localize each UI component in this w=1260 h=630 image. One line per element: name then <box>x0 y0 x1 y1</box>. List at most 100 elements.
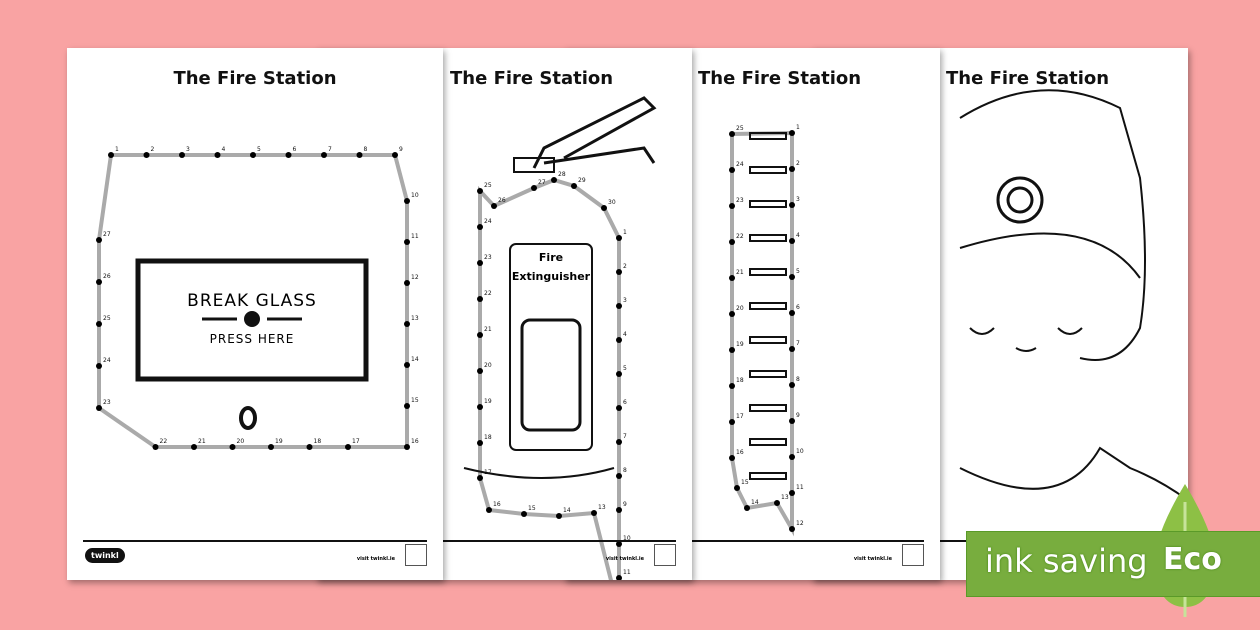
dot <box>616 337 622 343</box>
dot <box>96 237 102 243</box>
dot <box>268 444 274 450</box>
dot <box>392 152 398 158</box>
dot-number: 23 <box>103 399 111 406</box>
dot <box>179 152 185 158</box>
twinkl-logo: twinkl <box>85 548 125 563</box>
dot-number: 27 <box>103 231 111 238</box>
footer-divider <box>580 540 924 542</box>
dot <box>345 444 351 450</box>
dot <box>616 405 622 411</box>
dot-number: 30 <box>608 199 616 206</box>
dot <box>477 440 483 446</box>
dot-number: 22 <box>484 290 492 297</box>
dot <box>477 332 483 338</box>
dot-number: 5 <box>257 146 261 153</box>
dot-number: 15 <box>741 479 749 486</box>
dot <box>306 444 313 450</box>
dot-number: 5 <box>623 365 627 372</box>
dot-number: 18 <box>314 438 322 445</box>
ladder-rung <box>749 336 787 344</box>
dot-number: 20 <box>736 305 744 312</box>
dot-number: 20 <box>484 362 492 369</box>
ladder-rung <box>749 438 787 446</box>
dot <box>531 185 537 191</box>
dot-number: 11 <box>623 569 631 576</box>
dot-number: 21 <box>736 269 744 276</box>
dot-number: 1 <box>796 124 800 131</box>
dot-number: 7 <box>623 433 627 440</box>
ladder-rung <box>749 200 787 208</box>
eco-badge: ink saving Eco <box>966 531 1260 597</box>
dot-number: 15 <box>411 397 419 404</box>
dot <box>789 310 795 316</box>
dot-number: 2 <box>623 263 627 270</box>
dot <box>789 346 795 352</box>
dot <box>729 311 735 317</box>
dot <box>404 321 410 327</box>
dot-number: 7 <box>328 146 332 153</box>
dot-number: 25 <box>484 182 492 189</box>
dot <box>152 444 159 450</box>
dot-number: 7 <box>796 340 800 347</box>
dot-number: 10 <box>623 535 631 542</box>
dot-number: 12 <box>796 520 804 527</box>
dot <box>404 362 410 368</box>
dot <box>96 363 102 369</box>
dot <box>734 485 740 491</box>
dot-number: 10 <box>796 448 804 455</box>
page-title: The Fire Station <box>173 68 337 89</box>
dot <box>616 303 622 309</box>
dot-number: 21 <box>198 438 206 445</box>
dot-number: 13 <box>781 494 789 501</box>
sign-text-2: PRESS HERE <box>210 332 295 346</box>
dot-number: 1 <box>115 146 119 153</box>
dot <box>96 321 102 327</box>
dot-number: 9 <box>796 412 800 419</box>
page-title: The Fire Station <box>450 68 614 89</box>
dot-number: 11 <box>411 233 419 240</box>
page-title: The Fire Station <box>698 68 862 89</box>
dot-number: 18 <box>736 377 744 384</box>
dot <box>729 167 735 173</box>
dot <box>789 238 795 244</box>
dot <box>404 444 410 450</box>
dot-number: 16 <box>493 501 501 508</box>
dot-number: 2 <box>151 146 155 153</box>
dot <box>789 130 795 136</box>
ladder-rung <box>749 472 787 480</box>
dot-number: 4 <box>796 232 800 239</box>
dot-number: 12 <box>411 274 419 281</box>
extinguisher-label-1: Fire <box>539 251 563 264</box>
ladder-rung <box>749 370 787 378</box>
page-title: The Fire Station <box>946 68 1110 89</box>
dot <box>789 418 795 424</box>
dot <box>789 166 795 172</box>
worksheet-page-1: The Fire Station BREAK GLASS PRESS HERE … <box>67 48 443 580</box>
dot <box>616 235 622 241</box>
footer-link[interactable]: visit twinkl.ie <box>853 556 892 562</box>
dot-number: 15 <box>528 505 536 512</box>
dot <box>404 280 410 286</box>
footer-link[interactable]: visit twinkl.ie <box>605 556 644 562</box>
dot-number: 22 <box>736 233 744 240</box>
dot <box>321 152 327 158</box>
footer-link[interactable]: visit twinkl.ie <box>356 556 395 562</box>
dot <box>285 152 292 158</box>
dot-number: 11 <box>796 484 804 491</box>
footer-divider <box>332 540 676 542</box>
dot <box>571 183 577 189</box>
dot <box>789 526 795 532</box>
dot-number: 6 <box>623 399 627 406</box>
dot-number: 6 <box>796 304 800 311</box>
dot-number: 24 <box>736 161 744 168</box>
dot <box>477 368 483 374</box>
dot <box>616 541 622 547</box>
dot <box>729 203 735 209</box>
dot <box>729 383 735 389</box>
dot <box>789 274 795 280</box>
dot-number: 22 <box>160 438 168 445</box>
dot <box>477 404 483 410</box>
dot-number: 8 <box>796 376 800 383</box>
dot-number: 27 <box>538 179 546 186</box>
dot <box>789 454 795 460</box>
